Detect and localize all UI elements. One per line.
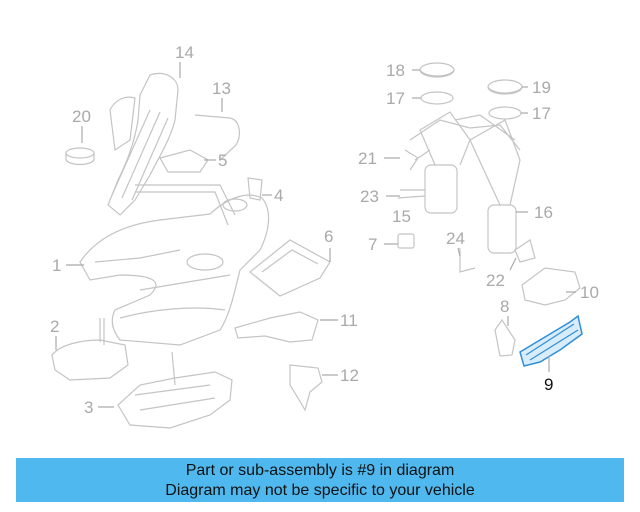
- mounting-bracket-part: [494, 318, 516, 357]
- callout-24: 24: [446, 229, 465, 248]
- bracket-part: [247, 177, 263, 201]
- fuel-pump-module-part: [397, 111, 521, 254]
- leader-lines: [55, 62, 576, 408]
- callout-12: 12: [340, 366, 359, 385]
- callout-21: 21: [358, 149, 377, 168]
- callout-22: 22: [486, 271, 505, 290]
- callout-16: 16: [534, 203, 553, 222]
- callout-13: 13: [212, 79, 231, 98]
- callout-17-right: 17: [532, 104, 551, 123]
- callout-15: 15: [392, 207, 411, 226]
- fuel-tank-part: [79, 194, 270, 346]
- callout-1: 1: [52, 256, 61, 275]
- callout-20: 20: [72, 107, 91, 126]
- highlighted-part-9: [519, 314, 583, 367]
- splash-guard-part: [289, 364, 323, 412]
- callout-4: 4: [274, 186, 283, 205]
- banner-line-2: Diagram may not be specific to your vehi…: [165, 482, 475, 499]
- callout-11: 11: [340, 311, 358, 330]
- retaining-ring-part: [487, 79, 523, 95]
- callout-10: 10: [580, 283, 599, 302]
- callout-9: 9: [544, 375, 553, 394]
- info-banner: Part or sub-assembly is #9 in diagram Di…: [16, 458, 624, 502]
- cover-plate-part: [159, 149, 209, 173]
- callout-2: 2: [50, 317, 59, 336]
- callout-17-top: 17: [386, 89, 405, 108]
- callout-5: 5: [218, 151, 227, 170]
- callout-6: 6: [324, 227, 333, 246]
- ring-gasket-part: [65, 147, 95, 166]
- tube-part: [194, 114, 240, 161]
- clip-part: [514, 239, 536, 263]
- callout-19: 19: [532, 78, 551, 97]
- lock-ring-part: [419, 62, 455, 78]
- parts-diagram: 14 13 20 5 4 1 6 2 11 12 3 18 17 19 17 2…: [50, 43, 599, 429]
- callout-8: 8: [500, 297, 509, 316]
- shield-plate-part: [249, 239, 331, 297]
- sender-unit-part: [397, 233, 415, 249]
- heat-shield-part: [51, 318, 129, 381]
- filler-neck-part: [107, 72, 236, 226]
- callout-14: 14: [175, 43, 194, 62]
- cover-bracket-part: [521, 267, 581, 306]
- callout-23: 23: [360, 187, 379, 206]
- callout-3: 3: [84, 398, 93, 417]
- callout-7: 7: [368, 235, 377, 254]
- hose-part: [459, 248, 476, 273]
- skid-plate-part: [117, 351, 233, 429]
- callout-labels: 14 13 20 5 4 1 6 2 11 12 3 18 17 19 17 2…: [50, 43, 599, 417]
- banner-line-1: Part or sub-assembly is #9 in diagram: [185, 462, 455, 479]
- seal-ring-part-b: [488, 106, 522, 120]
- seal-ring-part: [420, 91, 454, 105]
- support-bracket-part: [234, 311, 319, 343]
- callout-18: 18: [386, 61, 405, 80]
